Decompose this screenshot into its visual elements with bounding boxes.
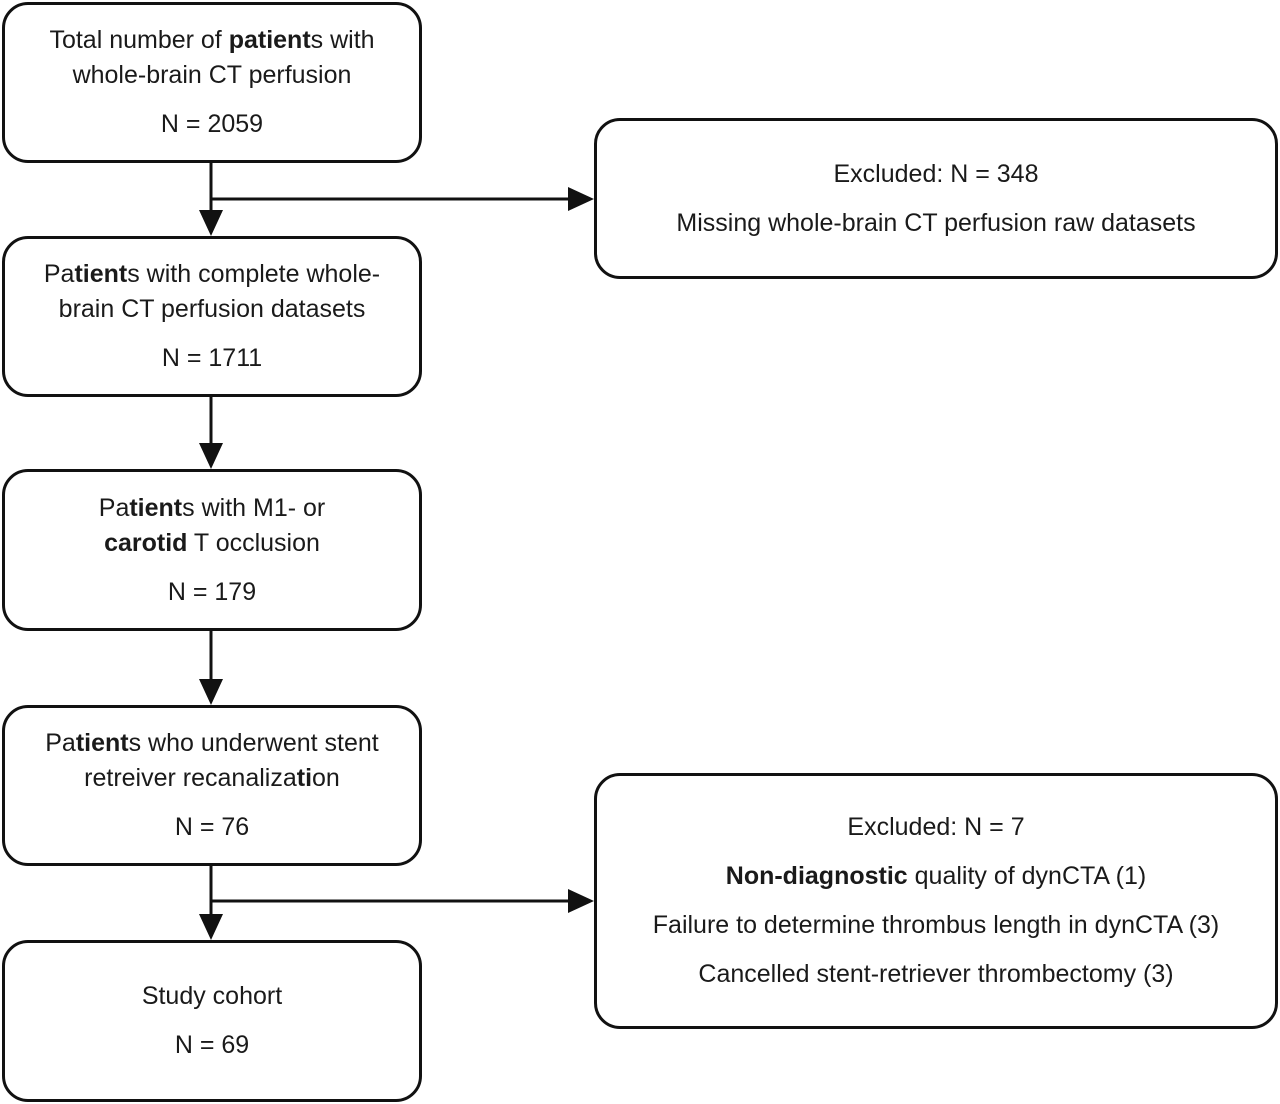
exclusion-reason: Cancelled stent-retriever thrombectomy (… (698, 957, 1173, 992)
node-count: N = 2059 (160, 110, 264, 138)
node-label-line: retreiver recanalization (84, 761, 340, 796)
text-segment: brain CT perfusion datasets (58, 295, 366, 323)
node-total-patients: Total number of patients with whole-brain… (2, 2, 422, 163)
node-label-line: Patients with complete whole- (44, 257, 380, 292)
node-label-line: Patients with M1- or (99, 491, 325, 526)
node-complete-datasets: Patients with complete whole-brain CT pe… (2, 236, 422, 397)
node-count: N = 179 (167, 577, 257, 606)
text-segment: Missing whole-brain CT perfusion raw dat… (676, 208, 1196, 237)
node-label-line: carotid T occlusion (104, 526, 320, 561)
arrowhead-exclusion-2 (568, 889, 594, 913)
exclusion-reason: Missing whole-brain CT perfusion raw dat… (676, 206, 1195, 241)
node-count: N = 69 (174, 1031, 250, 1059)
arrowhead-stent (199, 679, 223, 705)
node-label-line: whole-brain CT perfusion (73, 58, 352, 93)
node-count: N = 1711 (161, 344, 263, 372)
text-segment: retreiver recanaliza (84, 764, 297, 792)
text-segment: s who underwent stent (128, 729, 379, 757)
text-segment: ti (296, 764, 313, 792)
node-study-cohort: Study cohort N = 69 (2, 940, 422, 1102)
text-segment: Pa (45, 729, 76, 757)
text-segment: tient (75, 729, 129, 757)
exclusion-title: Excluded: N = 7 (847, 813, 1025, 841)
text-segment: T occlusion (187, 528, 320, 557)
node-label-line: Patients who underwent stent (45, 726, 379, 761)
arrowhead-cohort (199, 914, 223, 940)
exclusion-reason: Failure to determine thrombus length in … (653, 908, 1219, 943)
text-segment: Failure to determine thrombus length in … (652, 911, 1220, 939)
text-segment: s with (310, 26, 375, 54)
node-count: N = 76 (174, 813, 250, 841)
text-segment: Pa (98, 493, 130, 522)
text-segment: tient (129, 493, 183, 522)
text-segment: Total number of (49, 26, 229, 54)
text-segment: on (312, 764, 340, 792)
arrowhead-occlusion (199, 443, 223, 469)
text-segment: quality of dynCTA (1) (907, 862, 1147, 890)
text-segment: Non-diagnostic (725, 862, 908, 890)
node-exclusion-2: Excluded: N = 7 Non-diagnostic quality of… (594, 773, 1278, 1029)
text-segment: Pa (43, 260, 75, 288)
text-segment: Cancelled stent-retriever thrombectomy (… (698, 960, 1174, 988)
text-segment: s with M1- or (182, 493, 326, 522)
node-label-line: Total number of patients with (49, 23, 374, 58)
arrowhead-exclusion-1 (568, 187, 594, 211)
text-segment: s with complete whole- (127, 260, 381, 288)
node-label-line: Study cohort (142, 979, 282, 1014)
text-segment: tient (74, 260, 128, 288)
text-segment: whole-brain CT perfusion (72, 61, 352, 89)
text-segment: patient (228, 26, 311, 54)
text-segment: carotid (104, 528, 188, 557)
node-label-line: brain CT perfusion datasets (59, 292, 366, 327)
arrowhead-complete (199, 210, 223, 236)
exclusion-reason: Non-diagnostic quality of dynCTA (1) (726, 859, 1146, 894)
exclusion-title: Excluded: N = 348 (833, 159, 1039, 188)
text-segment: Study cohort (141, 982, 283, 1010)
